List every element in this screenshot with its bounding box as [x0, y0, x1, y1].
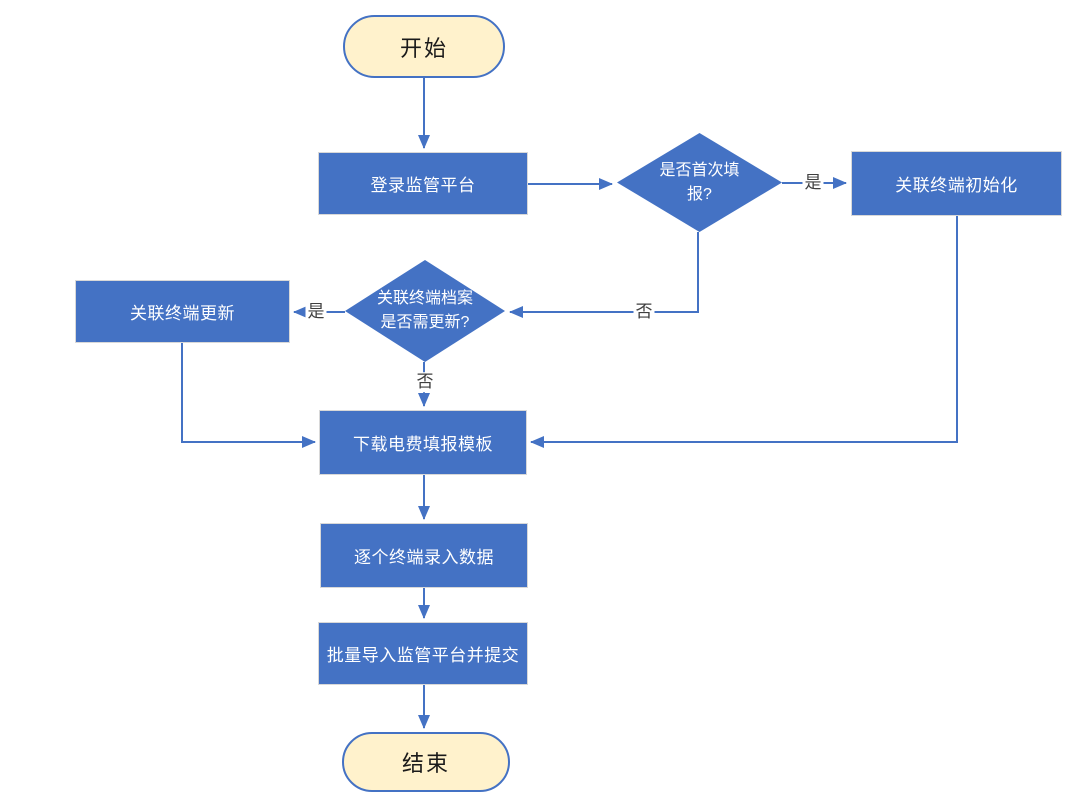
first-time-decision-label: 是否首次填报?: [659, 161, 740, 203]
download-template-label: 下载电费填报模板: [353, 435, 493, 454]
end-node: 结束: [342, 732, 510, 792]
edge-label-archive-update-no: 否: [414, 372, 436, 392]
enter-data-label: 逐个终端录入数据: [354, 548, 494, 567]
edge-label-first-time-no: 否: [633, 302, 655, 322]
start-node: 开始: [343, 15, 505, 78]
edge-first-time-no-archive-update: [509, 232, 699, 318]
first-time-decision-node: 是否首次填报?: [617, 133, 782, 232]
login-platform-node: 登录监管平台: [318, 152, 528, 215]
batch-import-label: 批量导入监管平台并提交: [326, 646, 520, 665]
edge-terminal-init-download: [530, 216, 958, 448]
login-platform-label: 登录监管平台: [370, 176, 476, 195]
end-node-label: 结束: [401, 751, 450, 776]
edge-terminal-update-download: [181, 343, 316, 448]
edge-label-first-time-yes: 是: [802, 173, 824, 193]
batch-import-node: 批量导入监管平台并提交: [318, 622, 528, 685]
terminal-init-node: 关联终端初始化: [851, 151, 1062, 216]
enter-data-node: 逐个终端录入数据: [320, 523, 528, 588]
download-template-node: 下载电费填报模板: [319, 410, 527, 475]
archive-update-decision-label: 关联终端档案是否需更新?: [376, 290, 473, 331]
edge-label-archive-update-yes: 是: [305, 302, 327, 322]
start-node-label: 开始: [399, 35, 448, 61]
terminal-update-label: 关联终端更新: [130, 304, 235, 323]
terminal-init-label: 关联终端初始化: [895, 176, 1018, 195]
archive-update-decision-node: 关联终端档案是否需更新?: [345, 260, 505, 362]
terminal-update-node: 关联终端更新: [75, 280, 290, 343]
